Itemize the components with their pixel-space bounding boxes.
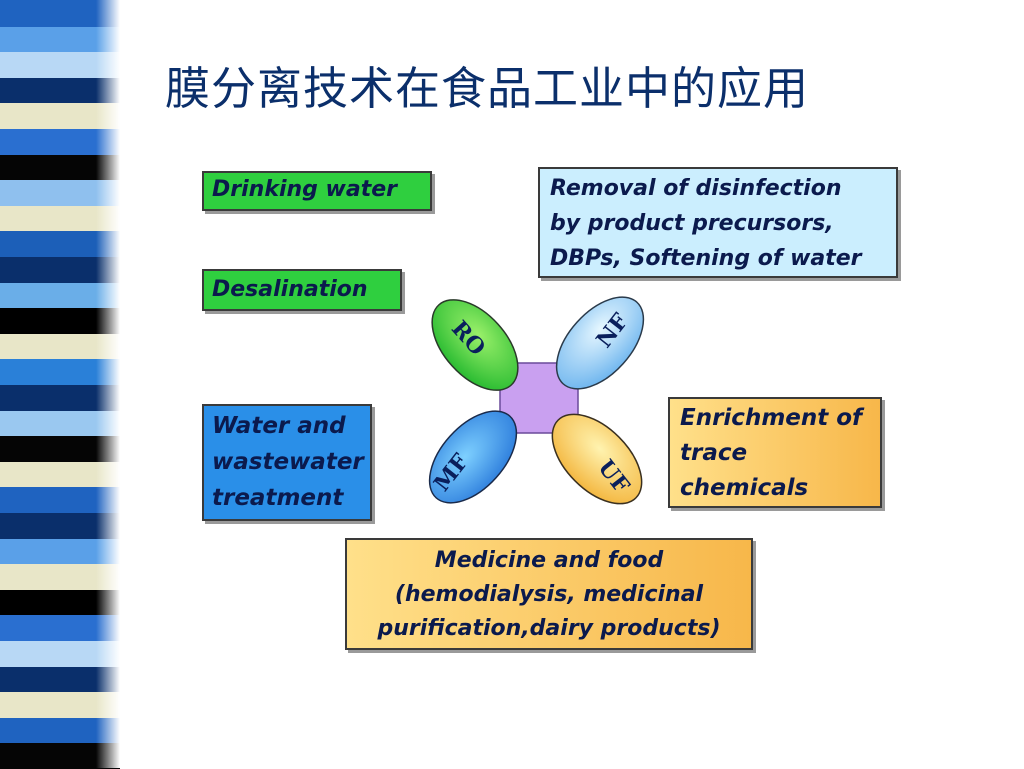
drinking-water-label: Drinking water [212, 177, 398, 202]
enrichment-line-1: Enrichment of [680, 405, 863, 431]
water-treatment-line-1: Water and [212, 413, 346, 439]
removal-line-2: by product precursors, [550, 211, 834, 236]
stripe-fade [96, 0, 120, 768]
medicine-line-2: (hemodialysis, medicinal [394, 582, 704, 607]
medicine-line-3: purification,dairy products) [377, 616, 721, 641]
water-treatment-box: Water and wastewater treatment [202, 404, 372, 521]
removal-box: Removal of disinfection by product precu… [538, 167, 898, 278]
decorative-stripe [0, 0, 120, 769]
desalination-box: Desalination [202, 269, 402, 311]
page-title: 膜分离技术在食品工业中的应用 [165, 62, 810, 115]
nf-petal: NF [555, 296, 645, 390]
medicine-line-1: Medicine and food [434, 548, 664, 573]
uf-petal: UF [551, 413, 643, 505]
desalination-label: Desalination [212, 277, 368, 302]
water-treatment-line-3: treatment [212, 485, 344, 511]
enrichment-line-3: chemicals [680, 475, 809, 501]
membrane-flower-diagram: RO NF MF UF [428, 296, 645, 505]
medicine-food-box: Medicine and food (hemodialysis, medicin… [345, 538, 753, 650]
enrichment-box: Enrichment of trace chemicals [668, 397, 882, 508]
drinking-water-box: Drinking water [202, 171, 432, 211]
mf-petal: MF [428, 410, 518, 504]
ro-petal: RO [431, 299, 519, 391]
water-treatment-line-2: wastewater [212, 449, 364, 475]
removal-line-3: DBPs, Softening of water [550, 246, 862, 271]
removal-line-1: Removal of disinfection [550, 176, 842, 201]
enrichment-line-2: trace [680, 440, 748, 466]
